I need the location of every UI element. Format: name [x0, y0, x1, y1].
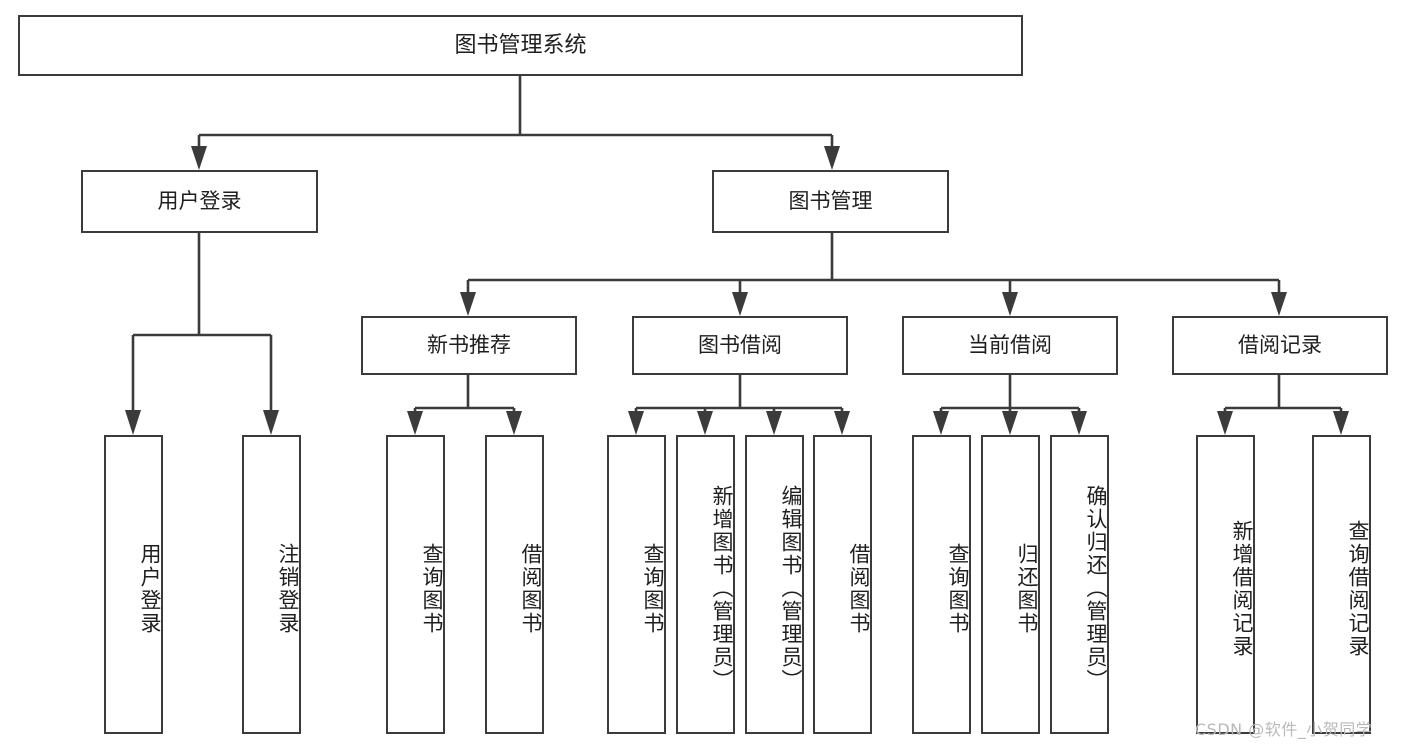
arrowhead-book-manage [824, 146, 840, 170]
node-root-library-system[interactable]: 图书管理系统 [18, 15, 1023, 76]
node-label: 新书推荐 [427, 333, 511, 358]
node-label: 编辑图书（管理员） [779, 485, 803, 692]
node-book-borrow[interactable]: 图书借阅 [632, 316, 848, 375]
arrowhead-leaf-confirm-return [1071, 411, 1087, 435]
arrowhead-book-borrow [732, 292, 748, 316]
node-leaf-borrow-book-1[interactable]: 借阅图书 [485, 435, 544, 734]
node-label: 借阅记录 [1238, 333, 1322, 358]
node-leaf-confirm-return[interactable]: 确认归还（管理员） [1050, 435, 1109, 734]
node-label: 图书管理系统 [454, 32, 587, 58]
arrowhead-new-book-recommend [460, 292, 476, 316]
arrowhead-leaf-user-login [125, 410, 141, 435]
node-leaf-query-book-2[interactable]: 查询图书 [607, 435, 666, 734]
csdn-watermark: CSDN @软件_小贺同学 [1195, 720, 1373, 739]
node-leaf-return-book[interactable]: 归还图书 [981, 435, 1040, 734]
node-new-book-recommend[interactable]: 新书推荐 [361, 316, 577, 375]
node-leaf-edit-book[interactable]: 编辑图书（管理员） [745, 435, 804, 734]
arrowhead-leaf-user-logout [263, 410, 279, 435]
node-leaf-query-book-3[interactable]: 查询图书 [912, 435, 971, 734]
node-label: 注销登录 [276, 542, 300, 635]
arrowhead-leaf-query-book-2 [628, 411, 644, 435]
arrowhead-leaf-add-book [697, 411, 713, 435]
node-leaf-borrow-book-2[interactable]: 借阅图书 [813, 435, 872, 734]
arrowhead-user-login [191, 146, 207, 170]
node-label: 新增借阅记录 [1230, 519, 1254, 658]
node-label: 用户登录 [138, 542, 162, 635]
arrowhead-borrow-record [1271, 292, 1287, 316]
node-current-borrow[interactable]: 当前借阅 [902, 316, 1118, 375]
arrowhead-current-borrow [1002, 292, 1018, 316]
node-label: 查询图书 [641, 542, 665, 635]
arrowhead-leaf-query-record [1333, 411, 1349, 435]
arrowhead-leaf-query-book-3 [933, 411, 949, 435]
arrowhead-leaf-query-book-1 [407, 411, 423, 435]
arrowhead-leaf-return-book [1002, 411, 1018, 435]
node-leaf-add-record[interactable]: 新增借阅记录 [1196, 435, 1255, 734]
node-label: 用户登录 [157, 189, 242, 214]
node-label: 当前借阅 [968, 333, 1052, 358]
node-label: 确认归还（管理员） [1084, 485, 1108, 692]
node-label: 查询图书 [946, 542, 970, 635]
node-leaf-add-book[interactable]: 新增图书（管理员） [676, 435, 735, 734]
node-label: 图书管理 [788, 189, 873, 214]
node-label: 新增图书（管理员） [710, 485, 734, 692]
node-borrow-record[interactable]: 借阅记录 [1172, 316, 1388, 375]
arrowhead-leaf-add-record [1217, 411, 1233, 435]
node-label: 借阅图书 [847, 542, 871, 635]
node-leaf-user-login[interactable]: 用户登录 [104, 435, 163, 734]
arrowhead-leaf-borrow-book-2 [834, 411, 850, 435]
node-label: 查询图书 [420, 542, 444, 635]
arrowhead-leaf-borrow-book-1 [506, 411, 522, 435]
node-leaf-query-record[interactable]: 查询借阅记录 [1312, 435, 1371, 734]
node-user-login[interactable]: 用户登录 [81, 170, 318, 233]
node-label: 借阅图书 [519, 542, 543, 635]
node-label: 查询借阅记录 [1346, 519, 1370, 658]
node-label: 归还图书 [1015, 542, 1039, 635]
node-label: 图书借阅 [698, 333, 782, 358]
node-leaf-query-book-1[interactable]: 查询图书 [386, 435, 445, 734]
node-leaf-user-logout[interactable]: 注销登录 [242, 435, 301, 734]
arrowhead-leaf-edit-book [766, 411, 782, 435]
node-book-manage[interactable]: 图书管理 [712, 170, 949, 233]
